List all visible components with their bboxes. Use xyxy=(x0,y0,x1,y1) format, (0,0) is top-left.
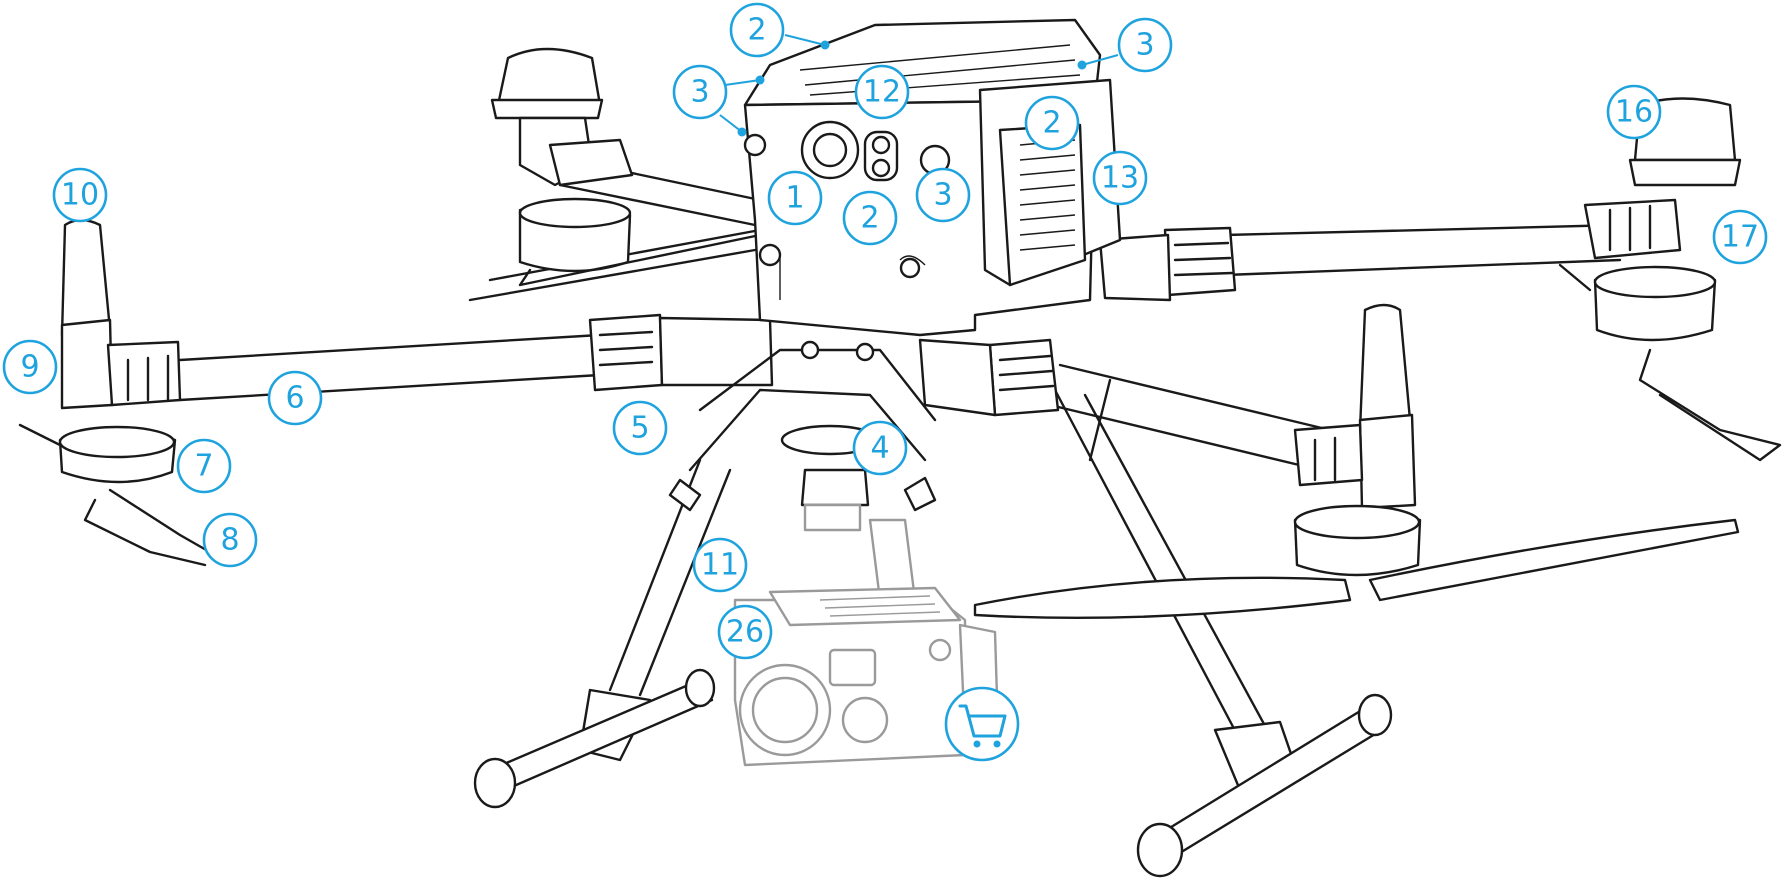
callout-6: 6 xyxy=(267,370,323,426)
callout-2-right: 2 xyxy=(1024,95,1080,151)
arm-lock-front-left xyxy=(588,313,774,392)
battery-compartment xyxy=(978,78,1122,287)
svg-text:8: 8 xyxy=(220,523,239,558)
svg-text:2: 2 xyxy=(747,13,766,48)
svg-text:10: 10 xyxy=(61,178,99,213)
callout-3-left: 3 xyxy=(672,64,728,120)
svg-text:7: 7 xyxy=(194,449,213,484)
callout-2-center: 2 xyxy=(842,190,898,246)
callout-7: 7 xyxy=(176,438,232,494)
svg-text:1: 1 xyxy=(785,181,804,216)
svg-text:13: 13 xyxy=(1101,161,1139,196)
arm-front-left xyxy=(178,333,602,402)
callout-17: 17 xyxy=(1712,209,1768,265)
callout-2-top: 2 xyxy=(729,2,785,58)
svg-text:3: 3 xyxy=(933,178,952,213)
svg-text:6: 6 xyxy=(285,381,304,416)
callout-8: 8 xyxy=(202,512,258,568)
leader-lines xyxy=(719,34,1119,137)
svg-text:2: 2 xyxy=(860,201,879,236)
callout-11: 11 xyxy=(692,537,748,593)
callout-26: 26 xyxy=(717,604,773,660)
callout-13: 13 xyxy=(1092,150,1148,206)
callout-4: 4 xyxy=(852,420,908,476)
arm-front-right xyxy=(1048,363,1332,472)
svg-text:11: 11 xyxy=(701,548,739,583)
svg-text:3: 3 xyxy=(1135,28,1154,63)
motor-front-right xyxy=(973,303,1740,620)
svg-text:3: 3 xyxy=(690,75,709,110)
callout-10: 10 xyxy=(52,167,108,223)
landing-gear-left xyxy=(473,458,732,809)
svg-text:26: 26 xyxy=(726,615,764,650)
arm-lock-rear-right xyxy=(1098,226,1237,302)
motor-rear-right xyxy=(1558,97,1782,462)
svg-text:16: 16 xyxy=(1615,95,1653,130)
svg-text:17: 17 xyxy=(1721,220,1759,255)
svg-text:9: 9 xyxy=(20,350,39,385)
arm-rear-right xyxy=(1223,223,1622,277)
motor-front-left xyxy=(18,218,217,567)
gimbal-camera-payload xyxy=(733,503,1000,767)
arm-lock-front-right xyxy=(918,338,1060,417)
motor-rear-left xyxy=(490,47,762,287)
callout-12: 12 xyxy=(854,64,910,120)
svg-text:2: 2 xyxy=(1042,106,1061,141)
svg-text:5: 5 xyxy=(630,411,649,446)
callout-3-center: 3 xyxy=(915,167,971,223)
svg-text:4: 4 xyxy=(870,431,889,466)
shopping-cart-icon[interactable] xyxy=(944,686,1020,762)
callout-1: 1 xyxy=(767,170,823,226)
landing-gear-right xyxy=(1053,378,1393,878)
callout-9: 9 xyxy=(2,339,58,395)
callout-16: 16 xyxy=(1606,84,1662,140)
callout-3-right: 3 xyxy=(1117,17,1173,73)
svg-text:12: 12 xyxy=(863,75,901,110)
callout-5: 5 xyxy=(612,400,668,456)
